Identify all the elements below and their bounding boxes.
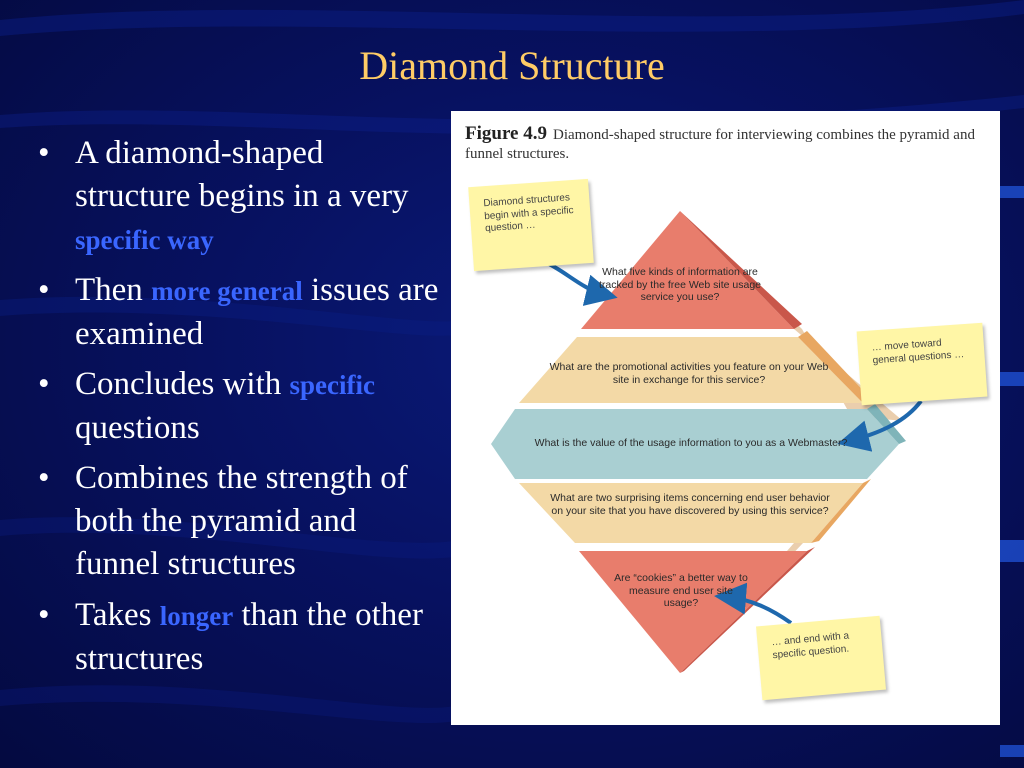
arrow-bottom-icon: [714, 582, 793, 625]
level-3-side: [867, 404, 906, 444]
bullet-text: Combines the strength of both the pyrami…: [75, 460, 408, 582]
bullet-highlight: more general: [151, 276, 303, 306]
bullet-item: • Combines the strength of both the pyram…: [38, 457, 443, 587]
bullet-text-after: issues are examined: [75, 272, 439, 352]
level-5-shape: [579, 551, 807, 673]
level-1-text: What five kinds of information are track…: [598, 266, 762, 303]
level-1-shape: [581, 211, 794, 329]
sticky-note-end: … and end with a specific question.: [756, 615, 886, 701]
diamond-diagram: [491, 211, 923, 673]
bullet-highlight: specific: [289, 370, 375, 400]
slide-title: Diamond Structure: [359, 43, 665, 88]
level-5-side: [680, 547, 815, 673]
bullet-dot: •: [38, 135, 50, 171]
bullet-item: • A diamond-shaped structure begins in a …: [38, 132, 443, 262]
bullet-dot: •: [38, 597, 50, 633]
figure-number: Figure 4.9: [465, 123, 547, 144]
bullet-highlight: longer: [159, 601, 234, 631]
bullet-text: Takes: [75, 597, 160, 633]
level-5-text: Are “cookies” a better way to measure en…: [614, 572, 748, 609]
level-1-side: [680, 211, 802, 329]
bullet-dot: •: [38, 272, 50, 308]
bullet-text: A diamond-shaped structure begins in a v…: [75, 135, 409, 214]
level-2-side: [798, 331, 871, 403]
bullet-text-after: than the other structures: [75, 597, 423, 677]
level-4-shape: [519, 483, 863, 543]
bullet-item: • Then more general issues are examined: [38, 269, 443, 356]
sticky-note-middle: … move toward general questions …: [856, 322, 988, 406]
bullet-dot: •: [38, 366, 50, 402]
bullet-item: • Concludes with specific questions: [38, 363, 443, 450]
level-2-text: What are the promotional activities you …: [549, 361, 829, 386]
arrow-middle-icon: [837, 399, 923, 452]
level-4-text: What are two surprising items concerning…: [550, 492, 830, 517]
bullet-item: • Takes longer than the other structures: [38, 594, 443, 681]
level-3-shape: [491, 409, 899, 479]
bullet-list: • A diamond-shaped structure begins in a …: [38, 132, 443, 688]
level-3-text: What is the value of the usage informati…: [534, 437, 848, 449]
bullet-text-after: questions: [75, 410, 200, 446]
bullet-text: Then: [75, 272, 152, 308]
level-4-side: [811, 479, 871, 543]
figure-caption-text: Diamond-shaped structure for interviewin…: [465, 127, 975, 162]
sticky-note-begin: Diamond structures begin with a specific…: [468, 178, 594, 272]
bullet-dot: •: [38, 460, 50, 496]
bullet-text: Concludes with: [75, 366, 290, 402]
bullet-highlight: specific way: [75, 225, 214, 255]
level-2-shape: [519, 337, 863, 403]
